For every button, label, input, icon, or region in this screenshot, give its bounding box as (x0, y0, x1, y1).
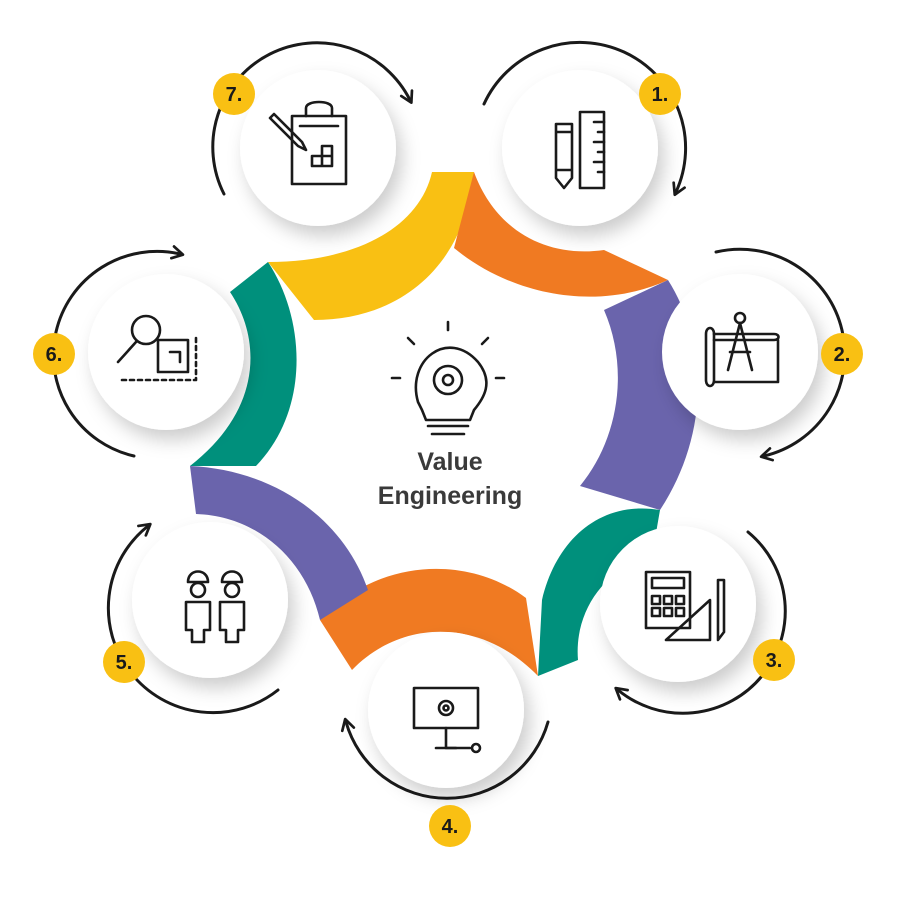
pencil-ruler-icon (554, 110, 606, 190)
lightbulb-gear-icon (390, 320, 506, 436)
engineers-icon (184, 570, 246, 644)
arc-band-orange-bottom (320, 568, 538, 676)
step-badge-1: 1. (639, 73, 681, 115)
step-badge-3: 3. (753, 639, 795, 681)
arrow-step-2 (714, 247, 847, 462)
step-badge-6: 6. (33, 333, 75, 375)
step-badge-5: 5. (103, 641, 145, 683)
magnifier-plan-icon (116, 314, 198, 382)
step-badge-4: 4. (429, 805, 471, 847)
step-label-2: 2. (834, 344, 851, 366)
clipboard-pencil-icon (268, 100, 348, 186)
compass-blueprint-icon (704, 311, 780, 388)
step-label-1: 1. (652, 84, 669, 106)
arrow-step-1 (482, 40, 688, 197)
step-circle-7 (240, 70, 396, 226)
step-label-4: 4. (442, 816, 459, 838)
cycle-arrows (51, 40, 847, 800)
step-badges: 1. 2. 3. 4. 5. 6. (33, 73, 863, 847)
step-circle-6 (88, 274, 244, 430)
step-label-5: 5. (116, 652, 133, 674)
step-circle-5 (132, 522, 288, 678)
arrow-step-7 (211, 41, 414, 196)
calculator-setsquare-icon (644, 570, 726, 642)
arc-band-yellow (268, 172, 474, 320)
arc-band-purple-left (190, 466, 368, 620)
monitor-gear-icon (412, 686, 482, 754)
step-label-7: 7. (226, 84, 243, 106)
arrow-step-6 (51, 245, 185, 458)
step-badge-7: 7. (213, 73, 255, 115)
center-title-line1: Value (417, 448, 483, 476)
arrow-step-4 (340, 717, 550, 800)
step-badge-2: 2. (821, 333, 863, 375)
arc-band-orange (454, 172, 668, 297)
center-title-line2: Engineering (377, 482, 523, 510)
arc-band-teal-left (190, 262, 297, 466)
step-label-3: 3. (766, 650, 783, 672)
step-label-6: 6. (46, 344, 63, 366)
